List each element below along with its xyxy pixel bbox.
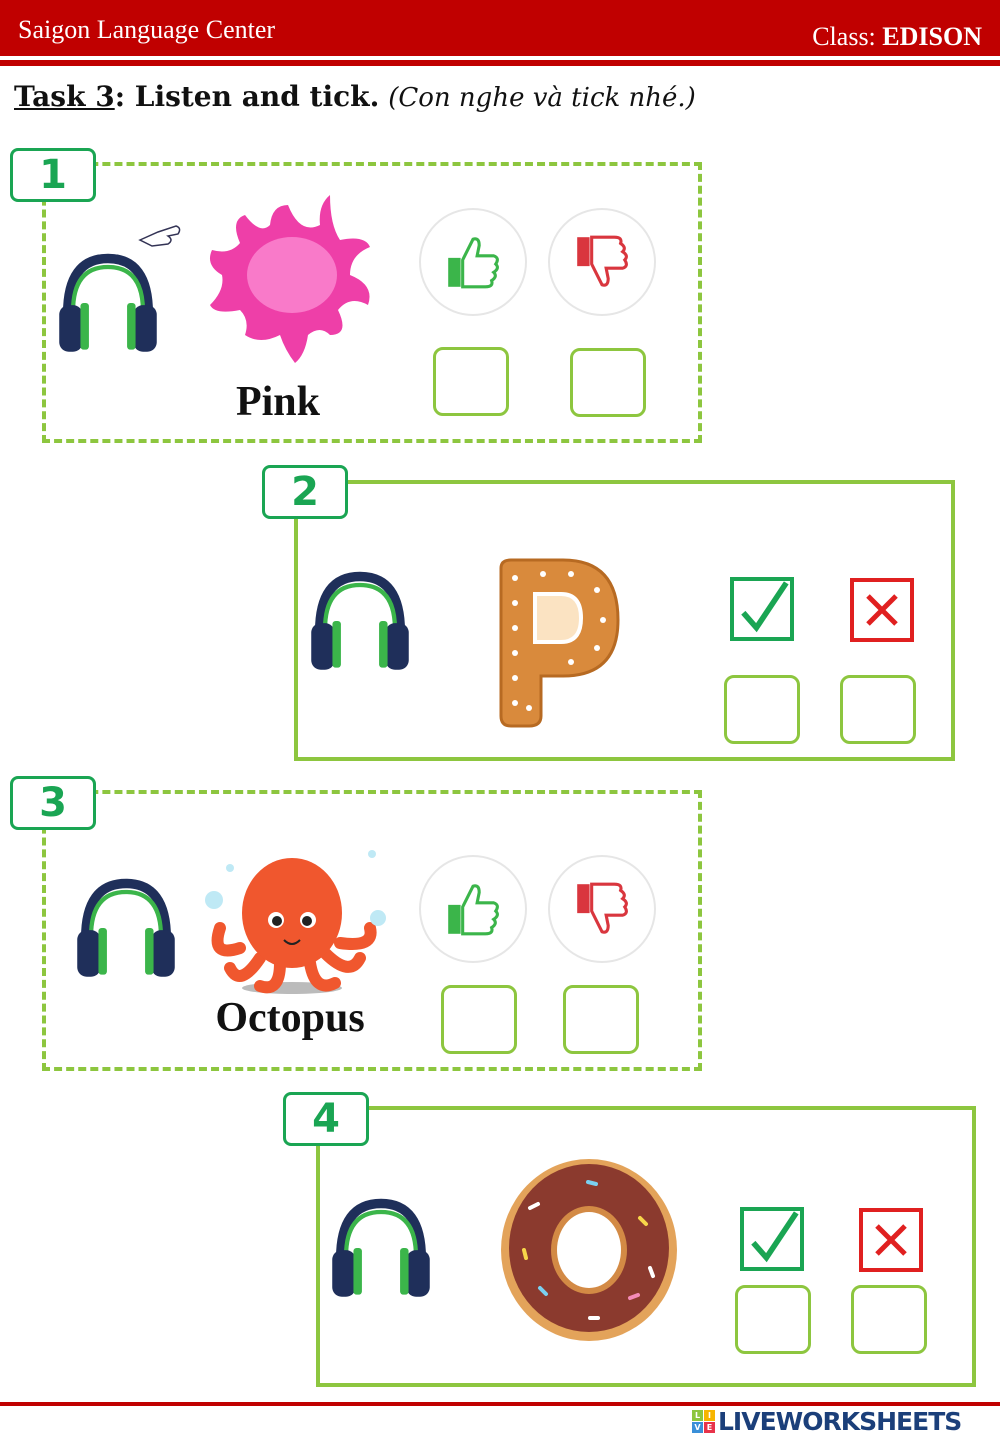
thumbs-down-icon bbox=[571, 231, 633, 293]
item-1-card bbox=[42, 162, 702, 443]
thumbs-up-button[interactable] bbox=[419, 208, 527, 316]
item-word: Pink bbox=[235, 379, 321, 425]
header-bar: Saigon Language Center Class: EDISON bbox=[0, 0, 1000, 56]
header-divider bbox=[0, 60, 1000, 66]
pink-splash-image bbox=[209, 195, 370, 363]
check-icon bbox=[751, 1211, 799, 1263]
headphones-icon[interactable] bbox=[328, 1195, 434, 1301]
thumbs-up-icon bbox=[442, 231, 504, 293]
answer-checkbox-yes[interactable] bbox=[735, 1285, 811, 1354]
octopus-image bbox=[205, 850, 386, 994]
answer-checkbox-no[interactable] bbox=[851, 1285, 927, 1354]
answer-checkbox-no[interactable] bbox=[840, 675, 916, 744]
center-name: Saigon Language Center bbox=[18, 15, 276, 44]
answer-checkbox-no[interactable] bbox=[570, 348, 646, 417]
footer-divider bbox=[0, 1402, 1000, 1406]
item-3-card bbox=[42, 790, 702, 1071]
item-number-badge: 3 bbox=[10, 776, 96, 830]
task-subtitle: (Con nghe và tick nhé.) bbox=[388, 83, 696, 113]
item-4-card bbox=[316, 1106, 976, 1387]
tick-symbol bbox=[730, 577, 794, 641]
x-icon bbox=[866, 594, 898, 626]
thumbs-up-icon bbox=[442, 878, 504, 940]
item-2-card bbox=[294, 480, 955, 761]
class-name: EDISON bbox=[882, 22, 982, 51]
thumbs-down-button[interactable] bbox=[548, 208, 656, 316]
cross-symbol bbox=[850, 578, 914, 642]
item-number-badge: 4 bbox=[283, 1092, 369, 1146]
class-label: Class: EDISON bbox=[812, 22, 982, 51]
answer-checkbox-no[interactable] bbox=[563, 985, 639, 1054]
x-icon bbox=[875, 1224, 907, 1256]
task-heading: Task 3: Listen and tick. (Con nghe và ti… bbox=[14, 80, 696, 113]
tick-symbol bbox=[740, 1207, 804, 1271]
pointing-hand-icon bbox=[138, 225, 181, 247]
thumbs-up-button[interactable] bbox=[419, 855, 527, 963]
item-number-badge: 2 bbox=[262, 465, 348, 519]
thumbs-down-button[interactable] bbox=[548, 855, 656, 963]
answer-checkbox-yes[interactable] bbox=[433, 347, 509, 416]
logo-text: LIVEWORKSHEETS bbox=[718, 1407, 962, 1436]
answer-checkbox-yes[interactable] bbox=[441, 985, 517, 1054]
item-number-badge: 1 bbox=[10, 148, 96, 202]
check-icon bbox=[741, 581, 789, 633]
donut-letter-o-image bbox=[501, 1159, 677, 1341]
headphones-icon[interactable] bbox=[307, 568, 413, 674]
headphones-icon[interactable] bbox=[55, 250, 161, 356]
answer-checkbox-yes[interactable] bbox=[724, 675, 800, 744]
letter-p-cookie-image bbox=[499, 558, 620, 728]
item-word: Octopus bbox=[215, 995, 365, 1041]
thumbs-down-icon bbox=[571, 878, 633, 940]
headphones-icon[interactable] bbox=[72, 875, 180, 981]
cross-symbol bbox=[859, 1208, 923, 1272]
